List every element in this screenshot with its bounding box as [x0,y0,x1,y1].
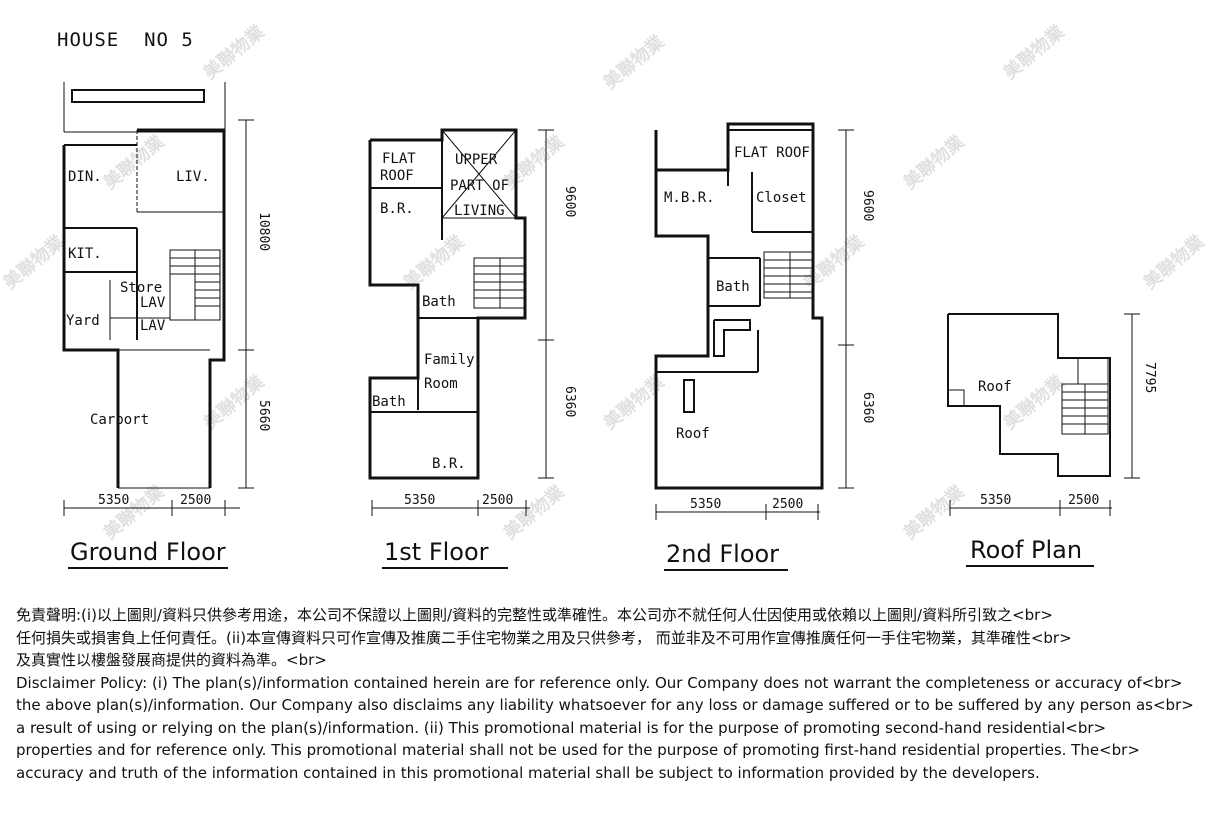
room-label: Carport [90,412,149,428]
disclaimer-line: 及真實性以樓盤發展商提供的資料為準。<br> [16,651,327,669]
disclaimer-line: the above plan(s)/information. Our Compa… [16,696,1194,714]
watermark: 美聯物業 [199,20,269,84]
watermark: 美聯物業 [899,130,969,194]
void-cross [441,129,517,219]
dimension-label: 6360 [860,392,875,423]
floor-title: 1st Floor [384,538,489,566]
dimension-label: 6360 [562,386,577,417]
outer-wall [654,122,824,490]
dimension-label: 7795 [1142,362,1157,393]
staircase [1061,357,1109,435]
roof-feature [947,389,965,407]
disclaimer-line: 免責聲明:(i)以上圖則/資料只供參考用途，本公司不保證以上圖則/資料的完整性或… [16,606,1053,624]
watermark-layer: 美聯物業 美聯物業 美聯物業 美聯物業 美聯物業 美聯物業 美聯物業 美聯物業 … [0,20,1209,544]
outer-wall [947,313,1111,477]
room-label: LAV [140,318,166,334]
skylight-shape [713,319,751,357]
staircase [473,257,525,309]
disclaimer-line: Disclaimer Policy: (i) The plan(s)/infor… [16,673,1183,692]
disclaimer-line: a result of using or relying on the plan… [16,718,1107,737]
first-floor-plan: FLAT ROOF B.R. UPPER PART OF LIVING Bath… [368,128,577,569]
room-label: Store [120,280,162,296]
dimension-label: 5350 [980,493,1011,508]
dimension-label: 5660 [256,400,271,431]
dimension-label: 5350 [404,493,435,508]
dimension-label: 10800 [256,212,271,251]
watermark: 美聯物業 [999,20,1069,84]
dimension-label: 9600 [860,190,875,221]
floor-title: Ground Floor [70,538,226,566]
room-label: B.R. [380,201,414,217]
dimension-label: 2500 [482,493,513,508]
watermark: 美聯物業 [1139,230,1209,294]
disclaimer-line: 任何損失或損害負上任何責任。(ii)本宣傳資料只可作宣傳及推廣二手住宅物業之用及… [16,628,1072,647]
room-label: B.R. [432,456,466,472]
staircase [763,251,815,299]
room-label: Yard [66,313,100,329]
room-label: UPPER [455,152,498,168]
room-label: Bath [422,294,456,310]
room-label: PART OF [450,178,509,194]
outer-wall [62,145,120,488]
disclaimer: 免責聲明:(i)以上圖則/資料只供參考用途，本公司不保證以上圖則/資料的完整性或… [16,604,1216,784]
room-label: Roof [978,379,1012,395]
room-label: Bath [716,279,750,295]
room-label: DIN. [68,169,102,185]
floor-title: Roof Plan [970,536,1082,564]
room-label: M.B.R. [664,190,715,206]
room-label: Closet [756,190,807,206]
ground-floor-plan: DIN. LIV. KIT. Store LAV LAV Yard Carpor… [62,82,271,569]
dimension-label: 5350 [690,497,721,512]
dimension-label: 2500 [772,497,803,512]
room-label: LAV [140,295,166,311]
room-label: LIV. [176,169,210,185]
house-title: HOUSE NO 5 [57,29,194,51]
watermark: 美聯物業 [499,130,569,194]
disclaimer-line: properties and for reference only. This … [16,741,1140,759]
disclaimer-line: accuracy and truth of the information co… [16,763,1040,782]
dimension-label: 9600 [562,186,577,217]
room-label: Room [424,376,458,392]
room-label: KIT. [68,246,102,262]
dimension-label: 2500 [180,493,211,508]
skylight-shape [683,379,695,413]
second-floor-plan: FLAT ROOF M.B.R. Closet Bath Roof 5350 2… [654,122,875,571]
room-label: LIVING [454,203,505,219]
top-strip [71,89,205,103]
room-label: FLAT ROOF [734,145,810,161]
room-label: Bath [372,394,406,410]
watermark: 美聯物業 [99,130,169,194]
staircase [169,249,221,321]
watermark: 美聯物業 [899,480,969,544]
watermark: 美聯物業 [599,30,669,94]
watermark: 美聯物業 [499,480,569,544]
room-label: Family [424,352,475,368]
outer-wall [137,128,226,488]
roof-plan: Roof 5350 2500 7795 Roof Plan [947,313,1157,567]
room-label: FLAT [382,151,416,167]
watermark: 美聯物業 [0,230,69,294]
dimension-label: 5350 [98,493,129,508]
room-label: ROOF [380,168,414,184]
floor-plans-diagram: HOUSE NO 5 美聯物業 美聯物業 美聯物業 美聯物業 美聯物業 美聯物業… [0,20,1209,571]
floor-title: 2nd Floor [666,540,779,568]
room-label: Roof [676,426,710,442]
watermark: 美聯物業 [99,480,169,544]
watermark: 美聯物業 [599,370,669,434]
dimension-label: 2500 [1068,493,1099,508]
